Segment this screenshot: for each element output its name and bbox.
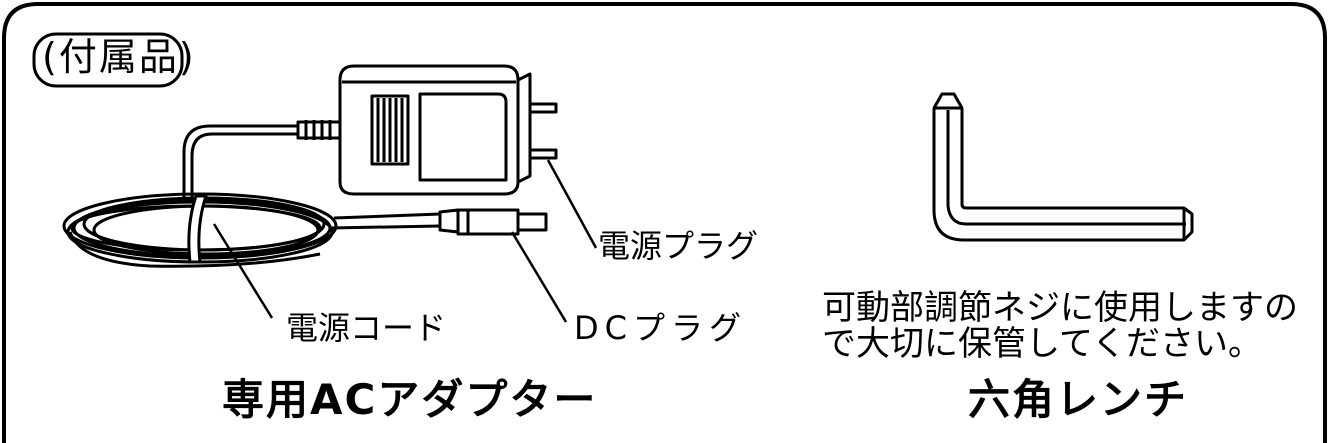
section-label: (付属品): [42, 35, 196, 79]
power-cord: [182, 124, 298, 200]
adapter-body: [338, 64, 520, 196]
callout-power-plug: 電源プラグ: [598, 227, 759, 265]
adapter-vents: [370, 94, 410, 166]
coil-tie: [187, 194, 208, 264]
leader-lines: [212, 159, 598, 323]
callout-dc-plug: DCプラグ: [574, 309, 747, 347]
dc-plug: [438, 208, 548, 236]
wrench-usage-note: 可動部調節ネジに使用しますので大切に保管してください。: [822, 288, 1298, 364]
hex-wrench-illustration: [932, 92, 1194, 242]
hex-wrench-title: 六角レンチ: [968, 375, 1189, 424]
dc-cord: [333, 212, 441, 220]
power-plug-prongs: [528, 102, 558, 160]
ac-adapter-title: 専用ACアダプター: [222, 375, 598, 424]
adapter-label-plate: [418, 92, 508, 182]
leader-power-cord: [212, 223, 274, 319]
ac-adapter-illustration: [62, 64, 558, 268]
section-label-bracket: [32, 32, 184, 88]
leader-dc-plug: [510, 231, 568, 323]
callout-power-cord: 電源コード: [286, 309, 447, 347]
leader-power-plug: [546, 159, 598, 249]
cord-strain-relief: [296, 120, 342, 140]
